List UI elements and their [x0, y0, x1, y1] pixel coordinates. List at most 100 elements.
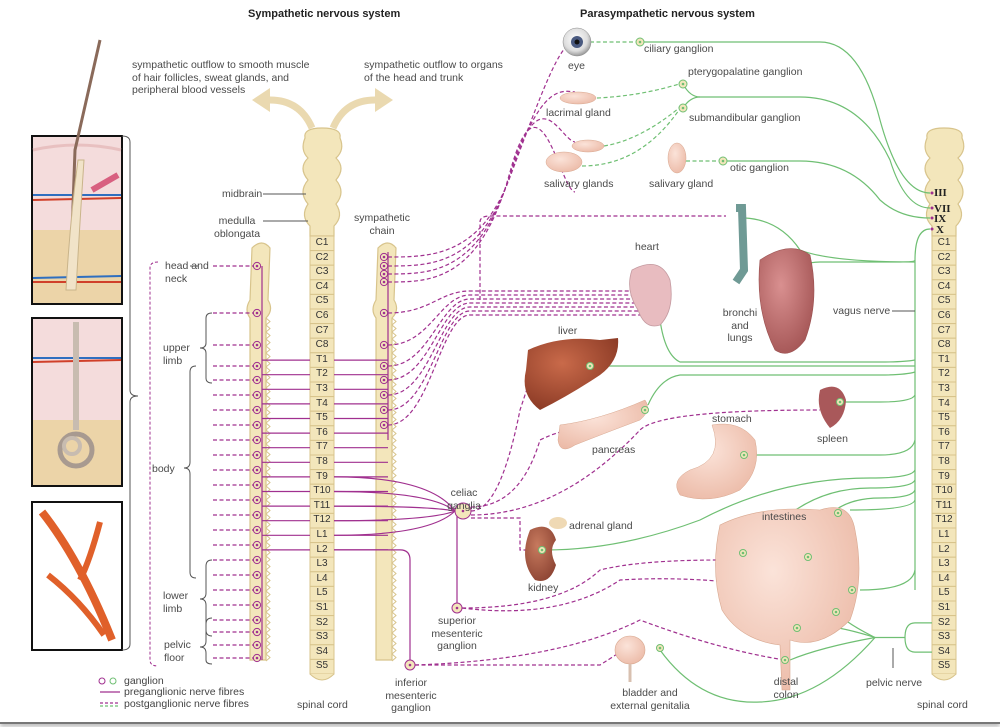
postganglionic-fibre-head [387, 118, 576, 275]
skin-panel-bracket [121, 135, 139, 651]
spinal-cord-label-left: spinal cord [297, 699, 348, 711]
postganglionic-salivary-2 [581, 109, 680, 167]
segment-label-C5: C5 [315, 295, 329, 307]
bracket-pelvic-floor [199, 617, 213, 665]
postganglionic-salivary-1 [603, 107, 680, 147]
postganglionic-fibre-heart [387, 306, 640, 396]
ganglion-dot [742, 453, 746, 457]
pancreas-label: pancreas [592, 444, 636, 456]
bracket-head-neck [149, 261, 159, 667]
outflow-right-line-1: sympathetic outflow to organs [364, 59, 503, 71]
ganglion-dot [382, 264, 386, 268]
bronchi-lungs-label: bronchi and lungs [716, 307, 764, 345]
cranial-nerve-IX: IX [934, 213, 947, 225]
ciliary-ganglion-label: ciliary ganglion [644, 43, 714, 55]
ganglion-dot [461, 509, 465, 513]
skin-panel-hair-follicle [31, 39, 123, 305]
ganglion-dot [588, 364, 592, 368]
salivary-glands-label: salivary glands [544, 178, 614, 190]
segment-label-L5: L5 [938, 587, 950, 599]
skin-panel-blood-vessel [31, 501, 123, 651]
postganglionic-spleen [470, 409, 821, 516]
outflow-left-line-3: peripheral blood vessels [132, 84, 246, 96]
segment-label-L1: L1 [316, 529, 328, 540]
sup-mes-line-2: mesenteric [431, 627, 483, 640]
segment-label-T2: T2 [316, 368, 328, 380]
vagus-to-heart [659, 319, 916, 363]
postganglionic-fibre-head [387, 126, 576, 283]
heart-label: heart [635, 241, 659, 253]
outflow-arrow-right [329, 96, 376, 130]
ganglion-dot [408, 663, 412, 667]
pancreas-illustration [557, 399, 648, 450]
ganglion-dot [455, 606, 459, 610]
eye-label: eye [568, 60, 585, 72]
ganglion-dot [255, 393, 259, 397]
spinal-cord-left [309, 235, 335, 681]
bronchi-line-1: bronchi [722, 307, 758, 319]
stomach-illustration [676, 423, 757, 500]
head-neck-label: head and neck [165, 260, 209, 285]
lacrimal-gland-label: lacrimal gland [546, 107, 611, 119]
legend-preganglionic: preganglionic nerve fibres [124, 686, 245, 698]
segment-label-L5: L5 [316, 587, 328, 599]
ganglion-dot [255, 588, 259, 592]
legend-ganglion: ganglion [124, 675, 164, 687]
segment-label-S4: S4 [937, 645, 951, 657]
segment-label-T3: T3 [938, 383, 950, 394]
ganglion-dot [255, 343, 259, 347]
outflow-left-label: sympathetic outflow to smooth muscle of … [132, 59, 309, 97]
sympathetic-fibres [213, 41, 821, 666]
segment-label-L2: L2 [938, 543, 950, 555]
cranial-nerve-X: X [936, 224, 944, 236]
head-neck-line-1: head and [165, 260, 209, 272]
inferior-mesenteric-label: inferior mesenteric ganglion [380, 677, 442, 715]
segment-label-T12: T12 [935, 514, 953, 526]
preganglionic-to-inf-mesenteric [334, 549, 411, 660]
segment-label-S5: S5 [315, 660, 329, 672]
segment-label-C4: C4 [937, 280, 951, 292]
leader-lines [190, 193, 915, 668]
inf-mes-line-2: mesenteric [385, 689, 437, 702]
bladder-illustration [614, 635, 646, 682]
liver-label: liver [558, 325, 578, 337]
segment-label-T6: T6 [938, 426, 950, 438]
segment-label-T1: T1 [938, 353, 950, 365]
pelvic-nerve-label: pelvic nerve [866, 677, 923, 689]
preganglionic-IX [727, 160, 931, 219]
ganglion-dot [255, 468, 259, 472]
brainstem-right [924, 127, 965, 237]
ganglion-dot [255, 656, 259, 660]
segment-label-C2: C2 [315, 251, 329, 263]
cord-end [309, 673, 335, 681]
sup-mes-line-3: ganglion [437, 640, 477, 652]
vagus-to-intestines-4 [859, 569, 916, 591]
ganglion-dot [255, 311, 259, 315]
ganglion-dot [795, 626, 799, 630]
spinal-cord-right [931, 235, 957, 681]
ganglion-dot [681, 82, 685, 86]
outflow-right-label: sympathetic outflow to organs of the hea… [364, 59, 503, 84]
pelvic-floor-label: pelvic floor [164, 639, 191, 664]
preganglionic-to-celiac [333, 490, 456, 512]
postganglionic-fibre-heart [387, 290, 640, 314]
segment-label-C8: C8 [937, 339, 951, 351]
segment-label-S2: S2 [315, 616, 329, 628]
chain-zigzag-line [391, 317, 397, 662]
outflow-arrow-right-head [375, 88, 393, 112]
segment-label-C1: C1 [937, 237, 951, 248]
cord-end [931, 673, 957, 681]
cranial-nerve-III: III [934, 187, 947, 199]
ganglion-dot [255, 264, 259, 268]
segment-label-C1: C1 [315, 237, 329, 248]
bronchi-line-2: and [731, 319, 749, 332]
ganglion-dot [382, 364, 386, 368]
outflow-left-line-2: of hair follicles, sweat glands, and [132, 71, 290, 84]
segment-label-T8: T8 [316, 456, 328, 467]
bronchi-line-3: lungs [727, 332, 753, 344]
region-brackets [149, 261, 213, 667]
ganglion-dot [643, 408, 647, 412]
ganglion-dot [741, 551, 745, 555]
ganglion-dot [255, 408, 259, 412]
chain-line-2: chain [369, 224, 395, 237]
